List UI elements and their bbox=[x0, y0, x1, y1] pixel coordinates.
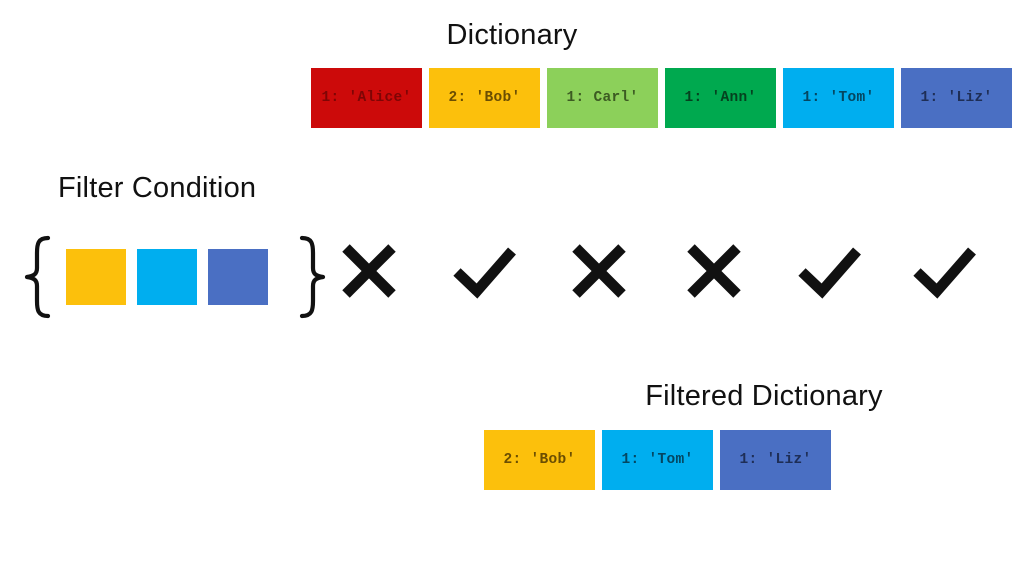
dict-entry: 1: 'Liz' bbox=[901, 68, 1012, 128]
dictionary-heading: Dictionary bbox=[446, 19, 578, 51]
yellow-swatch bbox=[66, 249, 126, 305]
dict-entry: 2: 'Bob' bbox=[484, 430, 595, 490]
dict-entry: 2: 'Bob' bbox=[429, 68, 540, 128]
dict-entry-label: 1: 'Ann' bbox=[684, 90, 757, 106]
close-brace-icon bbox=[298, 235, 328, 319]
check-icon bbox=[906, 229, 981, 309]
dict-entry-label: 2: 'Bob' bbox=[448, 90, 521, 106]
check-icon bbox=[791, 229, 866, 309]
dict-entry-label: 1: 'Tom' bbox=[802, 90, 875, 106]
check-icon bbox=[446, 229, 521, 309]
filter-condition-heading: Filter Condition bbox=[58, 172, 257, 204]
dict-entry-label: 2: 'Bob' bbox=[503, 452, 576, 468]
filtered-dictionary-row: 2: 'Bob' 1: 'Tom' 1: 'Liz' bbox=[484, 430, 831, 490]
dict-entry-label: 1: Carl' bbox=[566, 90, 639, 106]
dict-entry: 1: Carl' bbox=[547, 68, 658, 128]
dict-entry: 1: 'Alice' bbox=[311, 68, 422, 128]
cross-icon bbox=[331, 229, 406, 309]
dict-entry: 1: 'Liz' bbox=[720, 430, 831, 490]
dict-entry-label: 1: 'Tom' bbox=[621, 452, 694, 468]
filter-swatch-list bbox=[66, 249, 268, 305]
filtered-dictionary-heading: Filtered Dictionary bbox=[645, 380, 883, 412]
cross-icon bbox=[676, 229, 751, 309]
filter-condition-set bbox=[22, 235, 326, 319]
dict-entry: 1: 'Ann' bbox=[665, 68, 776, 128]
cyan-swatch bbox=[137, 249, 197, 305]
open-brace-icon bbox=[22, 235, 52, 319]
dict-entry-label: 1: 'Liz' bbox=[920, 90, 993, 106]
cross-icon bbox=[561, 229, 636, 309]
dict-entry: 1: 'Tom' bbox=[783, 68, 894, 128]
dict-entry-label: 1: 'Alice' bbox=[321, 90, 412, 106]
dict-entry-label: 1: 'Liz' bbox=[739, 452, 812, 468]
dictionary-row: 1: 'Alice' 2: 'Bob' 1: Carl' 1: 'Ann' 1: 'To… bbox=[311, 68, 1012, 128]
blue-swatch bbox=[208, 249, 268, 305]
verdict-row bbox=[331, 229, 981, 309]
dict-entry: 1: 'Tom' bbox=[602, 430, 713, 490]
